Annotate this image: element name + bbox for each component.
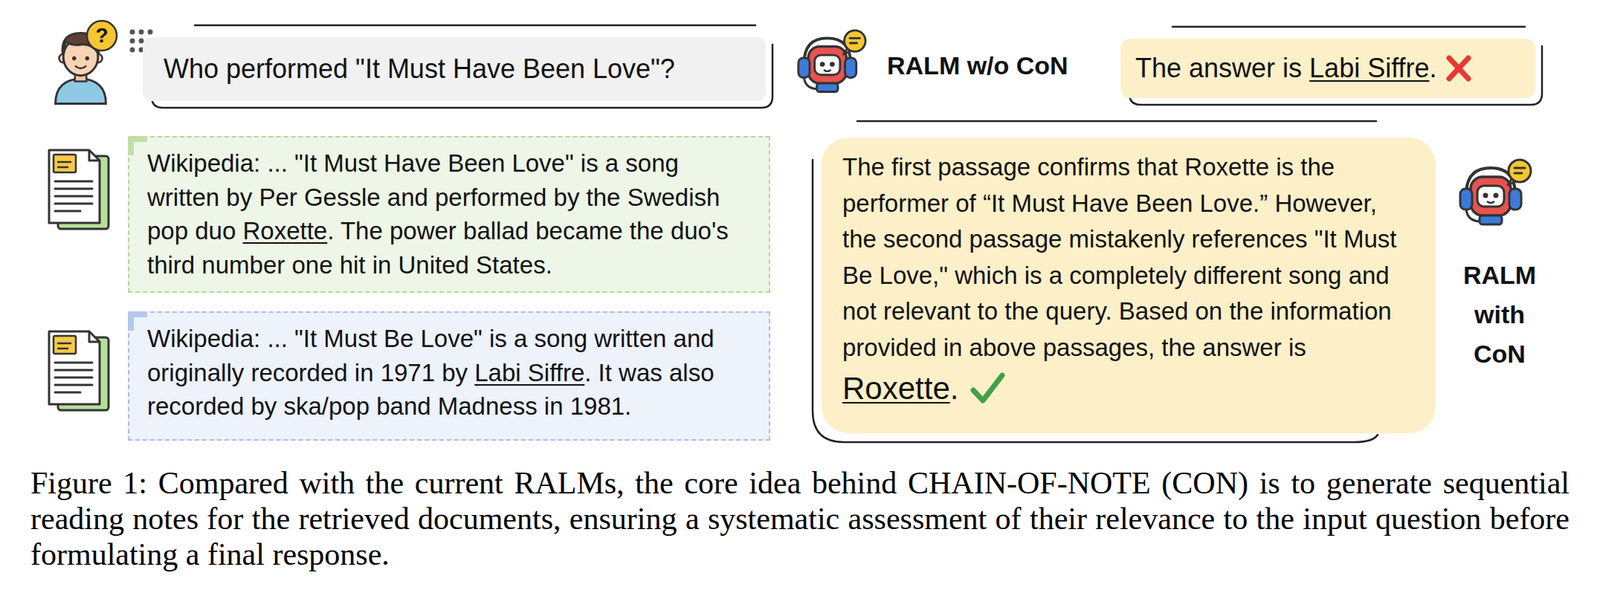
answer-box: The first passage confirms that Roxette …	[821, 137, 1436, 434]
cross-mark	[1443, 53, 1473, 84]
text-run: .	[950, 371, 960, 406]
text-run: The first passage confirms that Roxette …	[842, 153, 1397, 362]
passage-box: Wikipedia: ... "It Must Have Been Love" …	[127, 136, 771, 293]
underlined-run: Roxette	[842, 371, 951, 406]
passage-text: Wikipedia: ... "It Must Be Love" is a so…	[147, 324, 715, 421]
robot-icon	[1460, 159, 1531, 225]
check-mark	[968, 369, 1006, 407]
text-run: .	[327, 217, 334, 245]
answer-text: The answer is Labi Siffre.	[1135, 52, 1438, 85]
underlined-run: Labi Siffre	[1309, 52, 1429, 84]
text-run: .	[1429, 52, 1438, 84]
box-outline	[1172, 26, 1525, 29]
text-run: The answer is	[1135, 52, 1310, 84]
underlined-run: Roxette	[242, 217, 328, 245]
robot-icon	[798, 30, 866, 93]
passage-box: Wikipedia: ... "It Must Be Love" is a so…	[127, 311, 771, 441]
answer-text: The first passage confirms that Roxette …	[842, 153, 1397, 405]
corner-accent	[127, 311, 148, 331]
emphasis-run: Roxette.	[842, 371, 959, 406]
box-outline	[194, 24, 756, 27]
text-run: .	[584, 359, 592, 387]
question-box: Who performed "It Must Have Been Love"?	[142, 37, 766, 102]
answer-box: The answer is Labi Siffre.	[1120, 38, 1536, 99]
corner-accent	[127, 136, 148, 156]
question-mark: ?	[86, 20, 117, 51]
document-icon	[49, 150, 109, 229]
document-icon	[49, 331, 109, 411]
model-label: RALM with CoN	[1451, 255, 1548, 374]
figure-caption: Figure 1: Compared with the current RALM…	[30, 465, 1570, 573]
question-bubble	[86, 20, 117, 51]
question-text: Who performed "It Must Have Been Love"?	[163, 52, 676, 85]
box-outline	[857, 120, 1377, 123]
underlined-run: Labi Siffre	[474, 359, 585, 387]
passage-text: Wikipedia: ... "It Must Have Been Love" …	[147, 149, 729, 279]
model-label: RALM w/o CoN	[886, 50, 1069, 82]
